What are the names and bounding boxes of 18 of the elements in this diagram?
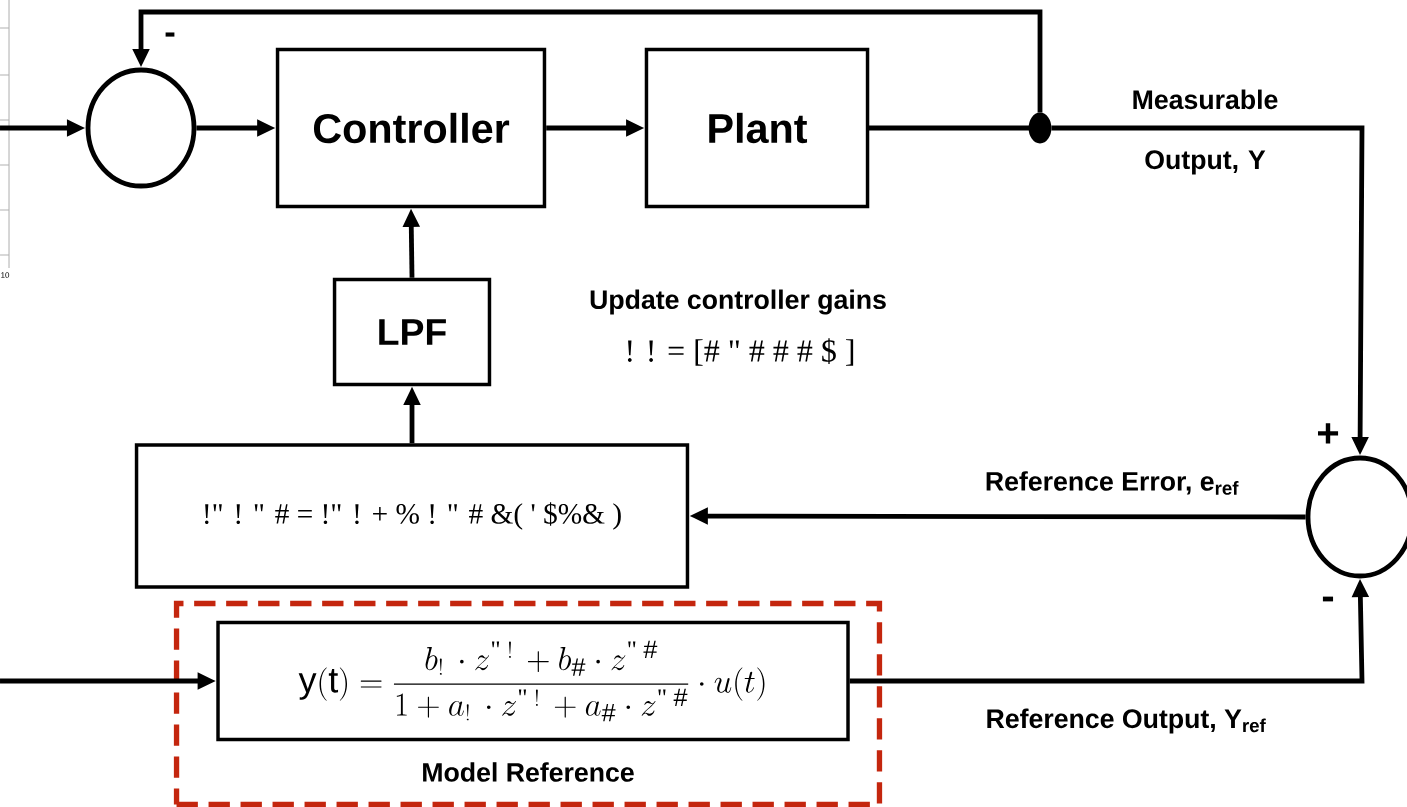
block-box: !" ! " # = !" ! + % ! " # &( ' $%& ) (134, 443, 690, 589)
block-box: Controller (275, 47, 547, 209)
summing-junction (1305, 455, 1407, 579)
sign-label: - (165, 32, 175, 37)
junction-dot (1028, 112, 1052, 144)
block-box: $\mathrm{y(t)} = \frac{b_{!}\,\cdot z^{\text{"}\;!}\, + b_{\#}\cdot z^{\text{"}\;\#}}{1 + a_{!}\,\cdot z^{\text{"}\;!}\, + a_{\#}\cdot z^{\text{"}\;\#}}\cdot u(t)$ (216, 620, 850, 742)
block-box: LPF (332, 277, 492, 387)
gains-formula: ! ! = [# " # # # $ ] (627, 338, 854, 366)
gains-heading: Update controller gains (590, 289, 886, 315)
edge-label: Measurable Output, Y (1133, 89, 1278, 175)
sign-label: + (1318, 423, 1339, 444)
tick-label: 10 (1, 272, 10, 278)
block-box: Plant (644, 47, 870, 209)
sign-label: - (1322, 596, 1334, 602)
connector-line (866, 125, 1031, 131)
edge-label: Reference Error, e$_{ref}$ (983, 469, 1241, 497)
edge-label: Reference Output, Y$_{ref}$ (984, 707, 1268, 735)
summing-junction (85, 67, 197, 189)
